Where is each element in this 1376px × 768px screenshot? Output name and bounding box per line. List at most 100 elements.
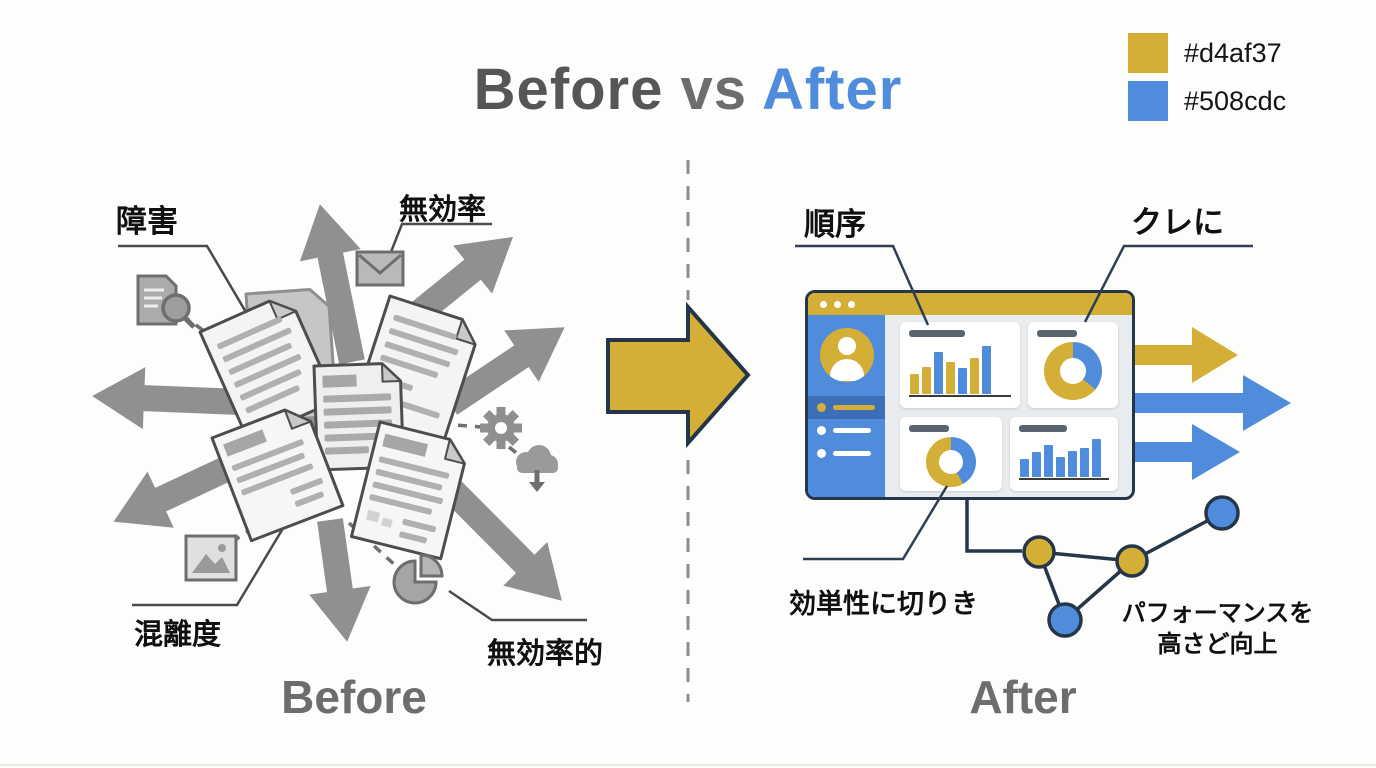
transition-arrow-icon xyxy=(606,301,751,449)
chaos-arrows xyxy=(92,204,565,642)
arrow-down-icon xyxy=(309,518,371,642)
color-legend: #d4af37 #508cdc xyxy=(1128,33,1286,129)
document-pile xyxy=(198,288,477,561)
bar xyxy=(1068,451,1077,477)
sidebar-item-active[interactable] xyxy=(808,396,885,419)
blue-output-arrow-icon xyxy=(1128,424,1240,480)
card-title-bar xyxy=(1037,330,1077,337)
bottom-edge-line xyxy=(0,764,1376,766)
envelope-icon xyxy=(355,250,405,287)
label-performance-line2: 高さど向上 xyxy=(1157,631,1278,658)
graph-node-blue xyxy=(1204,495,1240,531)
legend-item: #d4af37 xyxy=(1128,33,1286,73)
card-title-bar xyxy=(909,330,965,337)
avatar-head xyxy=(837,337,856,355)
label-inefficient: 無効率的 xyxy=(487,638,604,670)
document-icon xyxy=(350,294,477,444)
label-performance: パフォーマンスを 高さど向上 xyxy=(1095,598,1340,660)
window-dot-icon[interactable] xyxy=(820,300,827,308)
bar xyxy=(1092,439,1101,477)
label-clarity: クレに xyxy=(1131,205,1224,240)
avatar-shoulders xyxy=(829,359,864,381)
sidebar-item[interactable] xyxy=(808,419,885,442)
card-donut-chart-1 xyxy=(1028,322,1118,408)
arrow-down-right-icon xyxy=(430,468,562,601)
document-search-icon xyxy=(136,274,196,329)
window-dot-icon[interactable] xyxy=(848,300,855,308)
bullet-icon xyxy=(817,449,826,458)
label-inefficiency: 無効率 xyxy=(399,194,487,226)
label-efficiency: 効単性に切りき xyxy=(789,589,978,619)
card-bar-chart-2 xyxy=(1010,417,1118,491)
title-before: Before xyxy=(473,57,664,122)
bar xyxy=(1044,445,1053,477)
before-callout-lines xyxy=(118,222,587,622)
card-bar-chart-1 xyxy=(900,322,1020,408)
label-disorder: 混離度 xyxy=(134,619,222,651)
output-arrows xyxy=(1128,327,1291,480)
gold-swatch-icon xyxy=(1128,33,1168,73)
bar xyxy=(1080,448,1089,477)
arrow-right-up-icon xyxy=(442,327,565,415)
legend-item: #508cdc xyxy=(1128,81,1286,121)
document-icon xyxy=(349,420,466,561)
image-icon xyxy=(184,534,238,582)
menu-label-bar xyxy=(833,405,875,410)
menu-label-bar xyxy=(833,428,871,433)
graph-node-blue xyxy=(1047,602,1083,638)
arrow-up-icon xyxy=(299,204,365,365)
chart-baseline xyxy=(909,395,1011,397)
card-title-bar xyxy=(1019,425,1067,432)
title-vs: vs xyxy=(663,57,762,122)
donut-hole xyxy=(1060,358,1086,384)
label-performance-line1: パフォーマンスを xyxy=(1121,600,1314,627)
blue-output-arrow-icon xyxy=(1128,375,1291,431)
bar xyxy=(910,374,919,394)
cloud-download-icon xyxy=(516,445,558,492)
arrow-up-right-icon xyxy=(389,236,514,341)
document-icon xyxy=(312,362,406,472)
after-caption: After xyxy=(969,671,1077,723)
graph-node-gold xyxy=(1022,535,1056,569)
donut-hole xyxy=(939,450,963,474)
donut-chart-icon xyxy=(926,437,976,487)
bar xyxy=(982,346,991,394)
card-donut-chart-2 xyxy=(900,417,1002,491)
graph-connector-elbow xyxy=(965,499,1022,553)
bar xyxy=(1020,459,1029,477)
document-icon xyxy=(244,288,339,424)
bullet-icon xyxy=(817,403,826,412)
arrow-down-left-icon xyxy=(113,413,326,528)
card-title-bar xyxy=(909,425,949,432)
dashboard-window xyxy=(805,290,1135,500)
window-dot-icon[interactable] xyxy=(834,300,841,308)
bar-chart-icon xyxy=(910,342,1013,394)
bar xyxy=(946,361,955,394)
document-icon xyxy=(210,408,345,543)
gear-icon xyxy=(480,407,522,449)
pie-chart-icon xyxy=(392,553,444,605)
bar xyxy=(1056,457,1065,477)
document-icon xyxy=(198,299,338,442)
donut-chart-icon xyxy=(1044,342,1102,400)
before-caption: Before xyxy=(281,671,427,723)
bar xyxy=(934,352,943,394)
page-title: Before vs After xyxy=(0,56,1376,123)
label-obstacle: 障害 xyxy=(116,204,178,239)
gold-output-arrow-icon xyxy=(1128,327,1238,383)
avatar-icon xyxy=(819,328,874,382)
bar-chart-icon xyxy=(1020,437,1111,477)
graph-node-gold xyxy=(1115,544,1149,578)
dashboard-titlebar xyxy=(808,293,1132,315)
arrow-left-icon xyxy=(92,367,241,430)
bar xyxy=(1032,452,1041,477)
label-order: 順序 xyxy=(804,207,866,242)
menu-label-bar xyxy=(833,451,871,456)
bullet-icon xyxy=(817,426,826,435)
legend-label: #508cdc xyxy=(1184,85,1287,116)
bar xyxy=(958,368,967,394)
chart-baseline xyxy=(1019,478,1109,480)
sidebar-item[interactable] xyxy=(808,442,885,465)
dashed-links xyxy=(180,313,526,568)
blue-swatch-icon xyxy=(1128,81,1168,121)
